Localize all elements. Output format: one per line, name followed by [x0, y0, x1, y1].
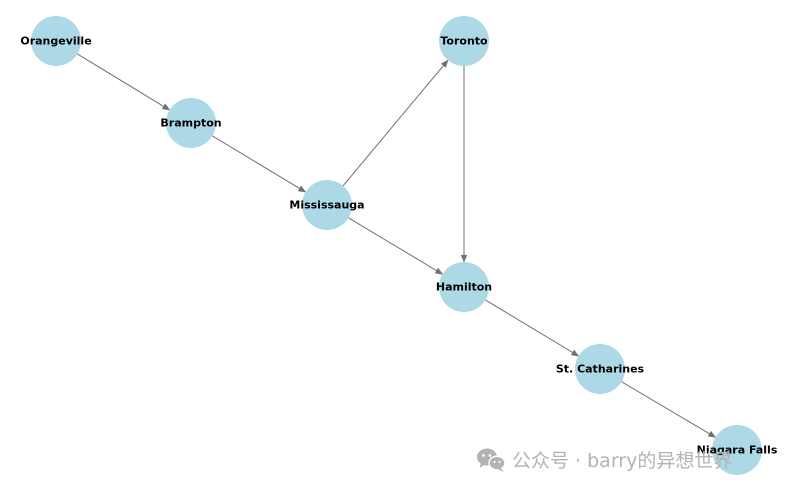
node-niagara-falls: Niagara Falls [697, 425, 778, 475]
edge-orangeville-to-brampton [77, 53, 171, 111]
node-label-mississauga: Mississauga [289, 199, 364, 212]
edge-mississauga-to-hamilton [348, 217, 444, 275]
edge-st-catharines-to-niagara-falls [621, 381, 717, 438]
node-circle-mississauga [302, 180, 352, 230]
node-circle-st-catharines [575, 344, 625, 394]
node-label-orangeville: Orangeville [20, 35, 91, 48]
node-label-st-catharines: St. Catharines [556, 363, 645, 376]
node-circle-toronto [439, 16, 489, 66]
edge-hamilton-to-st-catharines [485, 299, 580, 357]
node-orangeville: Orangeville [20, 16, 92, 66]
node-circle-hamilton [439, 262, 489, 312]
edges-layer [77, 53, 717, 438]
watermark-text: 公众号 · barry的异想世界 [512, 450, 732, 472]
node-mississauga: Mississauga [289, 180, 365, 230]
node-circle-orangeville [31, 16, 81, 66]
watermark: 公众号 · barry的异想世界 [477, 448, 732, 472]
node-circle-brampton [166, 98, 216, 148]
node-label-niagara-falls: Niagara Falls [697, 444, 778, 457]
edge-mississauga-to-toronto [342, 59, 449, 187]
node-label-hamilton: Hamilton [436, 281, 492, 294]
node-toronto: Toronto [439, 16, 489, 66]
wechat-icon [477, 448, 506, 472]
node-st-catharines: St. Catharines [556, 344, 645, 394]
node-brampton: Brampton [160, 98, 222, 148]
node-hamilton: Hamilton [436, 262, 492, 312]
node-label-toronto: Toronto [440, 35, 488, 48]
edge-brampton-to-mississauga [212, 135, 307, 193]
node-label-brampton: Brampton [160, 117, 221, 130]
node-circle-niagara-falls [712, 425, 762, 475]
